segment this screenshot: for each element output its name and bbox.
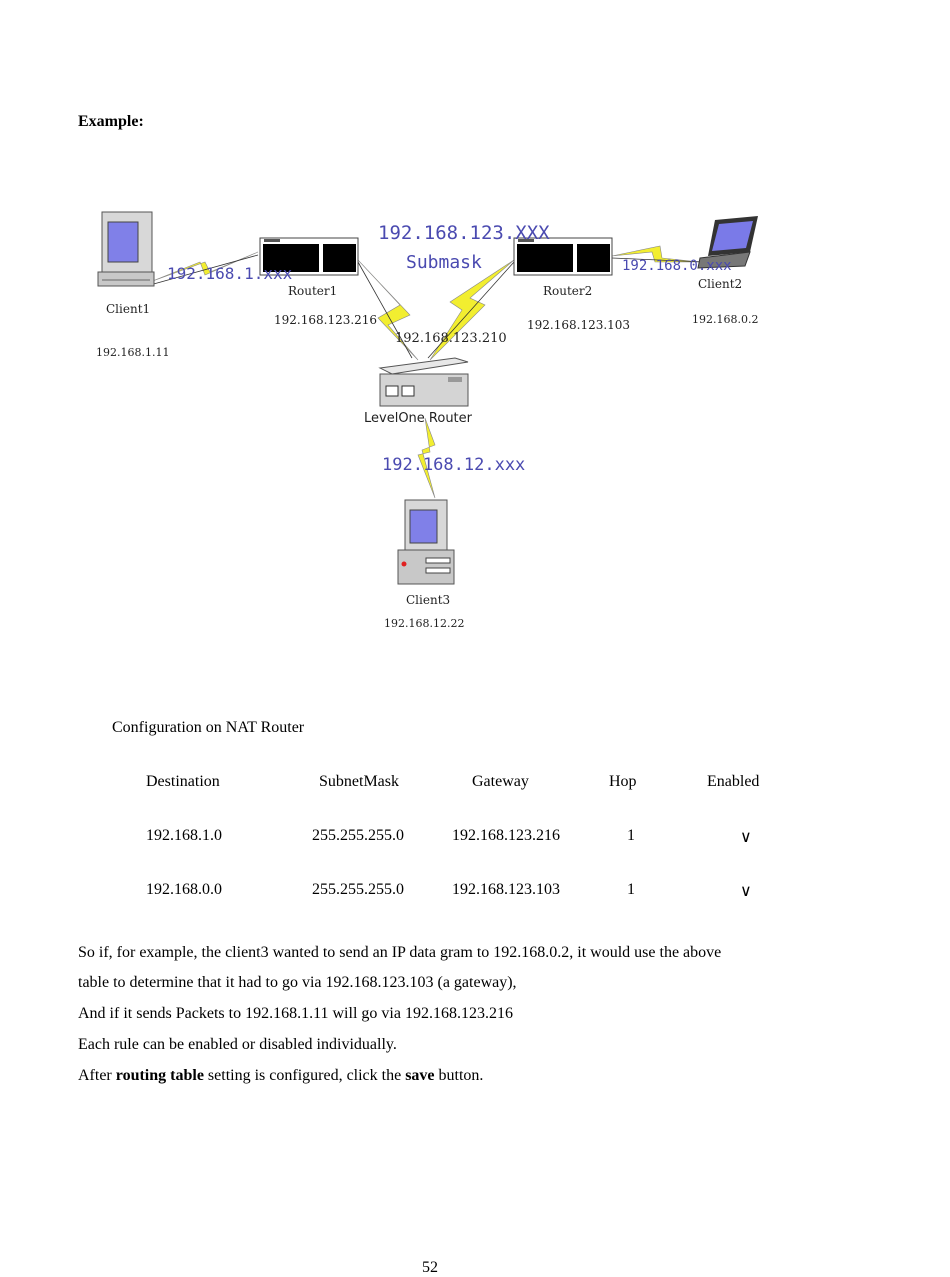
row2-destination: 192.168.0.0 bbox=[146, 881, 222, 898]
p5-text-a: After bbox=[78, 1067, 116, 1084]
lightning-bolt-levelone-client3 bbox=[417, 417, 436, 499]
row2-enabled-check: ∨ bbox=[740, 883, 752, 900]
router1-icon bbox=[259, 237, 359, 276]
config-title: Configuration on NAT Router bbox=[112, 719, 305, 736]
network-label-right: 192.168.0.xxx bbox=[622, 258, 732, 274]
levelone-router-icon bbox=[378, 357, 469, 407]
header-enabled: Enabled bbox=[707, 773, 760, 790]
router2-ip: 192.168.123.103 bbox=[527, 318, 630, 332]
paragraph-5: After routing table setting is configure… bbox=[78, 1067, 483, 1085]
page-number: 52 bbox=[422, 1259, 438, 1276]
lightning-bolt-router1-levelone bbox=[357, 259, 419, 361]
router2-name: Router2 bbox=[543, 284, 592, 298]
header-subnetmask: SubnetMask bbox=[319, 773, 399, 790]
network-label-left: 192.168.1.xxx bbox=[167, 264, 293, 283]
row1-hop: 1 bbox=[627, 827, 635, 844]
network-diagram: 192.168.123.XXX Submask 192.168.1.xxx 19… bbox=[96, 211, 758, 630]
p5-bold-save: save bbox=[405, 1067, 435, 1084]
levelone-router-label: LevelOne Router bbox=[364, 411, 473, 426]
paragraph-4: Each rule can be enabled or disabled ind… bbox=[78, 1036, 397, 1053]
paragraph-2: table to determine that it had to go via… bbox=[78, 974, 517, 991]
lightning-bolt-router2-levelone bbox=[429, 259, 515, 361]
network-label-top: 192.168.123.XXX bbox=[378, 222, 550, 244]
router1-name: Router1 bbox=[288, 284, 337, 298]
paragraph-3: And if it sends Packets to 192.168.1.11 … bbox=[78, 1005, 513, 1022]
row2-subnetmask: 255.255.255.0 bbox=[312, 881, 404, 898]
client2-ip: 192.168.0.2 bbox=[692, 313, 758, 326]
router1-ip: 192.168.123.216 bbox=[274, 313, 377, 327]
header-gateway: Gateway bbox=[472, 773, 529, 790]
row1-gateway: 192.168.123.216 bbox=[452, 827, 560, 844]
header-destination: Destination bbox=[146, 773, 220, 790]
client3-name: Client3 bbox=[406, 593, 450, 607]
p5-text-c: setting is configured, click the bbox=[203, 1067, 406, 1084]
center-ip: 192.168.123.210 bbox=[395, 331, 507, 346]
row1-subnetmask: 255.255.255.0 bbox=[312, 827, 404, 844]
section-heading: Example: bbox=[78, 113, 144, 130]
paragraph-1: So if, for example, the client3 wanted t… bbox=[78, 944, 722, 961]
client3-ip: 192.168.12.22 bbox=[384, 617, 464, 630]
lightning-bolt-client1-router1 bbox=[149, 251, 259, 283]
client1-ip: 192.168.1.11 bbox=[96, 346, 169, 359]
client1-computer-icon bbox=[97, 211, 155, 287]
row2-hop: 1 bbox=[627, 881, 635, 898]
client1-name: Client1 bbox=[106, 302, 150, 316]
p5-bold-routing-table: routing table bbox=[115, 1067, 204, 1084]
row1-enabled-check: ∨ bbox=[740, 829, 752, 846]
network-label-submask: Submask bbox=[406, 252, 482, 273]
client2-name: Client2 bbox=[698, 277, 742, 291]
header-hop: Hop bbox=[609, 773, 637, 790]
p5-text-e: button. bbox=[434, 1067, 484, 1084]
row1-destination: 192.168.1.0 bbox=[146, 827, 222, 844]
row2-gateway: 192.168.123.103 bbox=[452, 881, 560, 898]
client3-computer-icon bbox=[397, 499, 455, 585]
router2-icon bbox=[513, 237, 613, 276]
client2-laptop-icon bbox=[697, 216, 758, 269]
network-label-bottom: 192.168.12.xxx bbox=[382, 455, 525, 475]
